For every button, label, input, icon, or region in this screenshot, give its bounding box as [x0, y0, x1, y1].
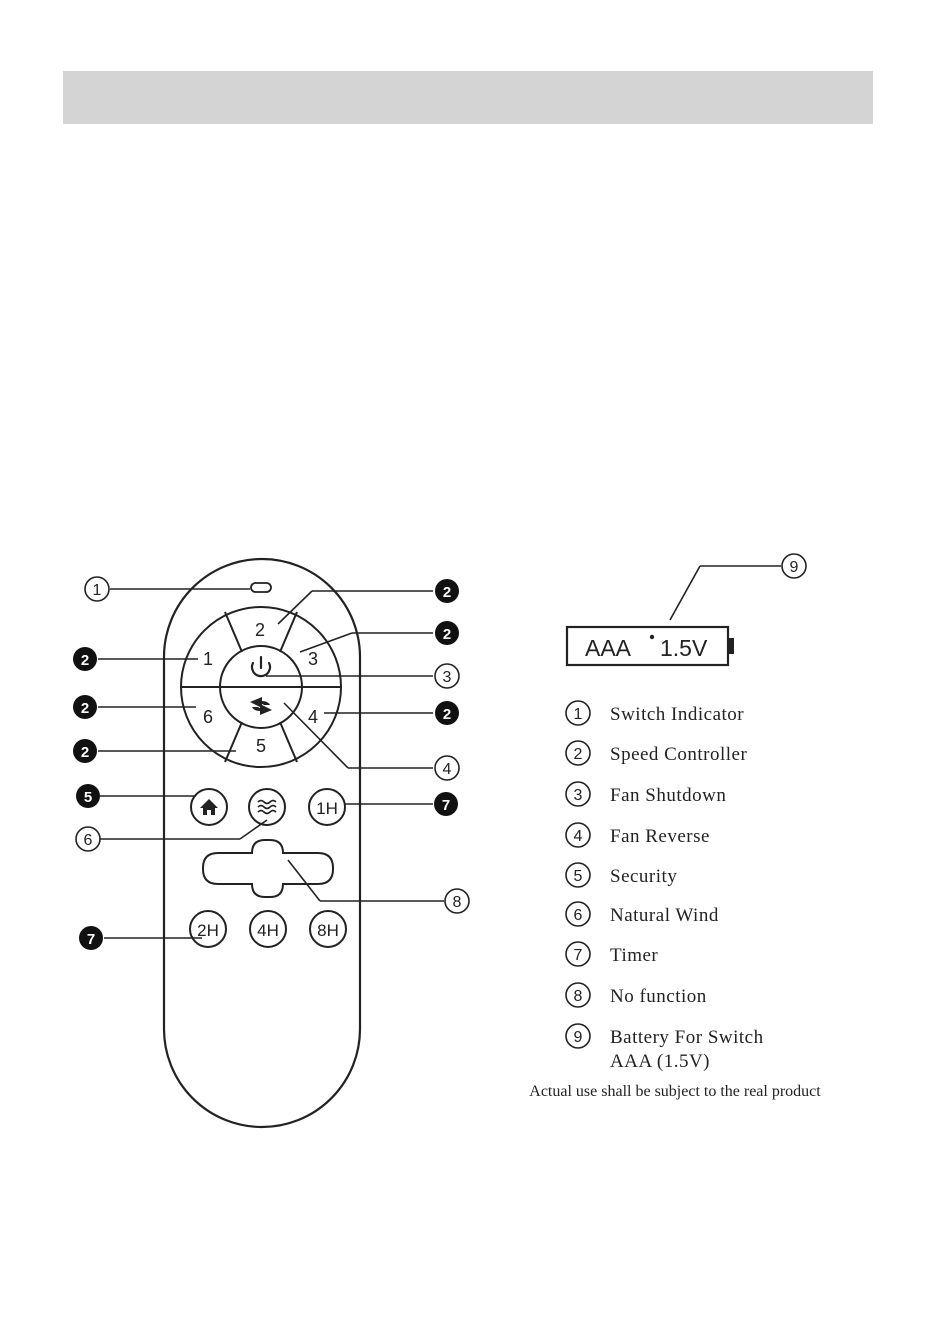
timer-8h-label: 8H	[317, 921, 339, 940]
callout-2-a-num: 2	[443, 584, 451, 601]
callout-2-c-num: 2	[81, 652, 89, 669]
callout-1-num: 1	[93, 582, 102, 599]
legend: 1 Switch Indicator 2 Speed Controller 3 Fan S…	[566, 701, 764, 1072]
speed-button-6[interactable]: 6	[203, 707, 213, 727]
speed-button-2[interactable]: 2	[255, 620, 265, 640]
callout-4-num: 4	[443, 761, 452, 778]
callout-2-d-num: 2	[81, 700, 89, 717]
legend-label-7: Timer	[610, 945, 658, 966]
callout-5-num: 5	[84, 789, 92, 806]
switch-indicator-led	[251, 583, 271, 592]
callout-8-num: 8	[453, 894, 462, 911]
legend-label-2: Speed Controller	[610, 744, 747, 765]
timer-4h-label: 4H	[257, 921, 279, 940]
speed-button-4[interactable]: 4	[308, 707, 318, 727]
disclaimer-note: Actual use shall be subject to the real …	[529, 1083, 821, 1100]
legend-number-5: 5	[574, 868, 583, 885]
legend-number-6: 6	[574, 907, 583, 924]
speed-button-5[interactable]: 5	[256, 736, 266, 756]
legend-number-4: 4	[574, 828, 583, 845]
legend-label-8: No function	[610, 986, 707, 1007]
battery-terminal	[728, 638, 734, 654]
battery-voltage: 1.5V	[660, 635, 708, 661]
callout-7-b-num: 7	[87, 931, 95, 948]
legend-label-9-line2: AAA (1.5V)	[610, 1051, 710, 1072]
legend-label-6: Natural Wind	[610, 905, 719, 926]
legend-number-3: 3	[574, 787, 583, 804]
legend-label-3: Fan Shutdown	[610, 785, 726, 806]
callout-2-b-num: 2	[443, 626, 451, 643]
callout-6-num: 6	[84, 832, 93, 849]
speed-button-3[interactable]: 3	[308, 649, 318, 669]
callout-7-a-num: 7	[442, 797, 450, 814]
legend-label-5: Security	[610, 866, 677, 887]
legend-label-4: Fan Reverse	[610, 826, 710, 847]
callout-9-num: 9	[790, 559, 799, 576]
legend-number-1: 1	[574, 706, 583, 723]
timer-2h-label: 2H	[197, 921, 219, 940]
legend-number-8: 8	[574, 988, 583, 1005]
legend-number-9: 9	[574, 1029, 583, 1046]
timer-1h-label: 1H	[316, 799, 338, 818]
callout-2-f-num: 2	[81, 744, 89, 761]
callout-2-e-num: 2	[443, 706, 451, 723]
natural-wind-button[interactable]	[249, 789, 285, 825]
speed-button-1[interactable]: 1	[203, 649, 213, 669]
battery-label: AAA	[585, 635, 632, 661]
legend-number-2: 2	[574, 746, 583, 763]
legend-label-9: Battery For Switch	[610, 1027, 764, 1048]
legend-number-7: 7	[574, 947, 583, 964]
legend-label-1: Switch Indicator	[610, 704, 744, 725]
callout-3-num: 3	[443, 669, 452, 686]
battery-dot	[650, 635, 654, 639]
